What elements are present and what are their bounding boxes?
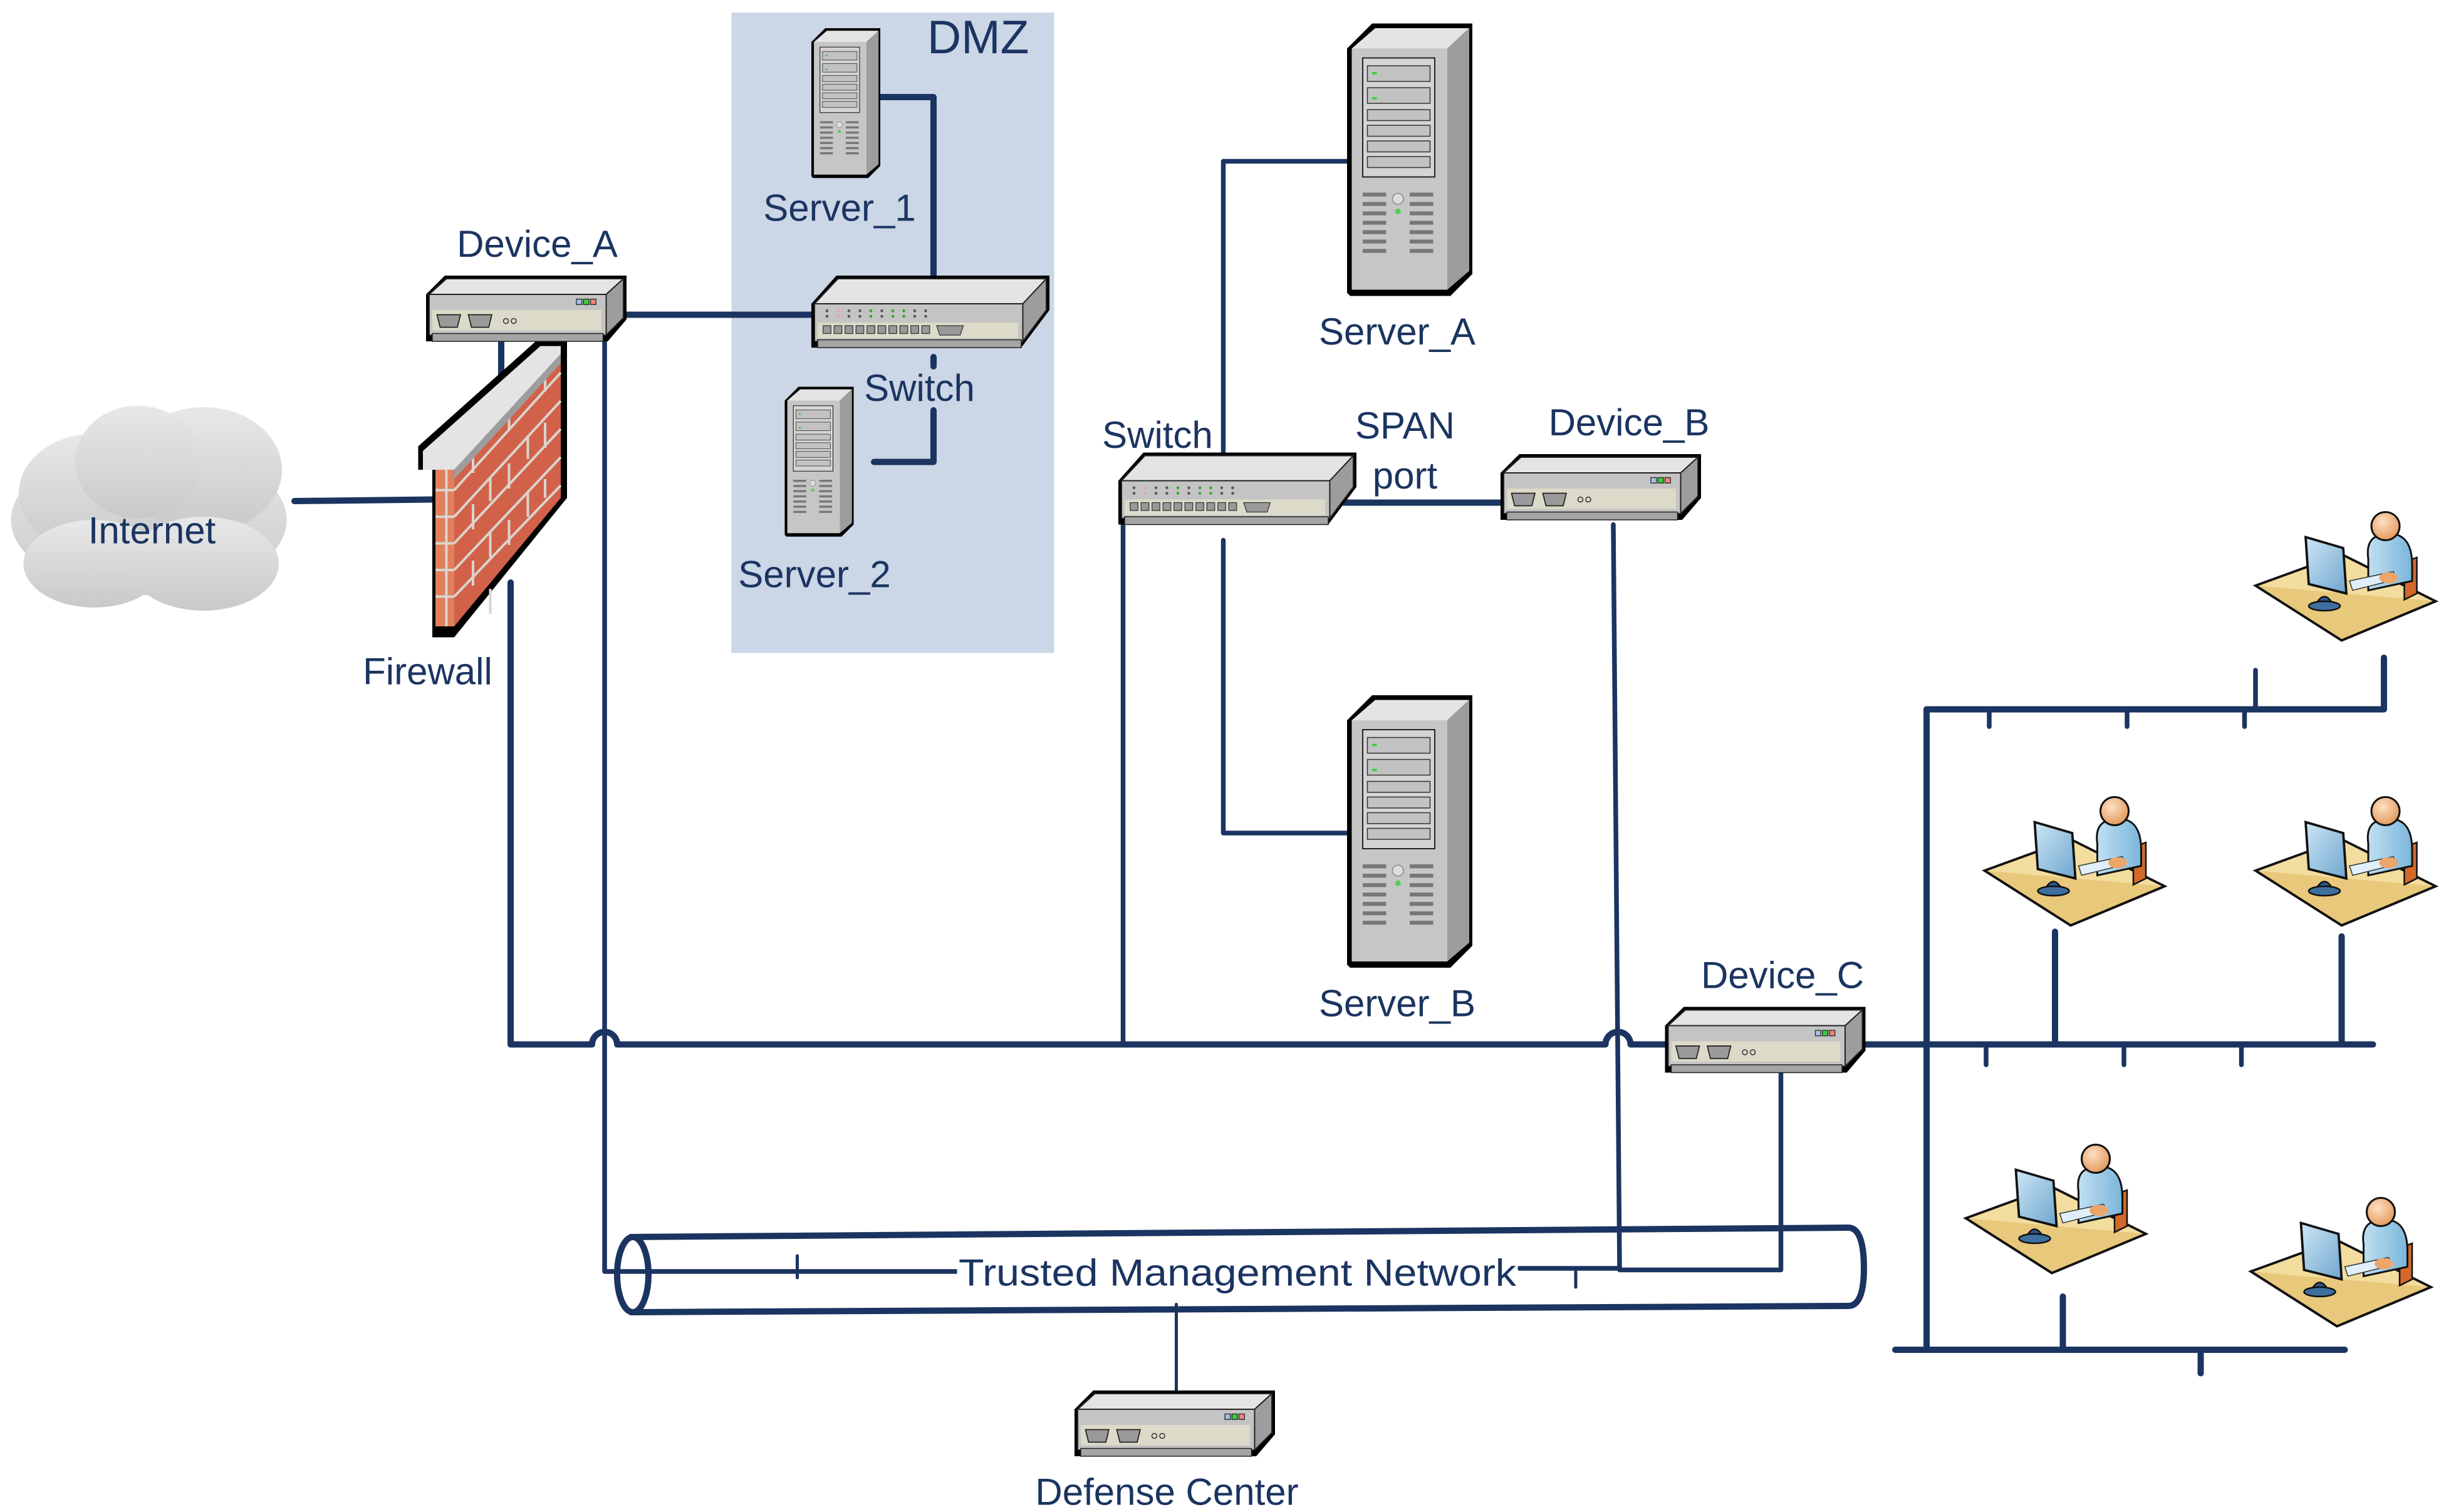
lan-lower <box>1892 1293 2348 1377</box>
device-c-node[interactable]: Device_C <box>1664 955 1866 1074</box>
link-dmz-switch-server-1 <box>869 94 937 282</box>
device-c-label: Device_C <box>1701 955 1864 997</box>
server-2-label: Server_2 <box>738 554 890 596</box>
defense-center-label: Defense Center <box>1035 1471 1298 1512</box>
management-appliance-icon <box>1073 1389 1276 1458</box>
link-core-switch-server-a <box>1220 158 1356 457</box>
link-device-c-mgmt <box>1617 1070 1784 1273</box>
server-b-node[interactable]: Server_B <box>1319 694 1475 1025</box>
mgmt-network-label: Trusted Management Network <box>959 1252 1517 1294</box>
lan-middle-ticks <box>1984 1042 2244 1067</box>
dmz-switch-node[interactable]: Switch <box>810 274 1051 409</box>
network-links <box>291 94 2387 1395</box>
dmz-switch-label: Switch <box>864 367 975 409</box>
sensor-appliance-icon <box>1499 453 1702 521</box>
link-dmz-switch-server-2 <box>871 354 937 465</box>
core-switch-label: Switch <box>1102 414 1213 456</box>
workstation-ws5[interactable] <box>2249 1196 2432 1328</box>
device-b-node[interactable]: Device_B <box>1499 401 1710 521</box>
cloud-icon <box>11 405 287 611</box>
user-workstation-icon <box>2254 510 2437 642</box>
brick-firewall-icon <box>418 341 567 638</box>
workstation-ws3[interactable] <box>2254 795 2437 927</box>
port-label: port <box>1373 455 1438 497</box>
lan-upper <box>1923 655 2387 713</box>
sensor-appliance-icon <box>425 274 628 343</box>
internet-node[interactable]: Internet <box>11 405 287 611</box>
device-b-label: Device_B <box>1549 401 1710 443</box>
tower-server-icon <box>811 28 881 179</box>
user-workstation-icon <box>1964 1143 2147 1275</box>
link-core-switch-server-b <box>1220 537 1356 836</box>
server-a-label: Server_A <box>1319 311 1475 353</box>
internet-label: Internet <box>88 510 216 552</box>
firewall-label: Firewall <box>363 651 492 693</box>
workstation-ws4[interactable] <box>1964 1143 2147 1275</box>
tower-server-icon <box>1346 23 1474 297</box>
workstation-ws1[interactable] <box>2254 510 2437 642</box>
dmz-label: DMZ <box>927 11 1029 63</box>
network-switch-icon <box>810 274 1051 349</box>
tower-server-icon <box>784 386 855 537</box>
server-1-label: Server_1 <box>763 187 915 229</box>
server-a-node[interactable]: Server_A <box>1319 23 1475 353</box>
server-2-node[interactable]: Server_2 <box>738 386 891 596</box>
tower-server-icon <box>1346 694 1474 969</box>
span-port-annotation: SPAN port <box>1355 405 1455 497</box>
core-switch-node[interactable]: Switch <box>1102 414 1358 526</box>
user-workstation-icon <box>1983 795 2166 927</box>
user-workstation-icon <box>2249 1196 2432 1328</box>
firewall-node[interactable]: Firewall <box>363 341 567 693</box>
server-1-node[interactable]: Server_1 <box>763 28 916 229</box>
link-mgmt-ticks <box>796 1254 1578 1289</box>
link-device-b-mgmt <box>1517 522 1622 1271</box>
link-device-a-mgmt <box>602 337 963 1274</box>
device-a-label: Device_A <box>457 223 618 265</box>
device-a-node[interactable]: Device_A <box>425 223 628 343</box>
defense-center-node[interactable]: Defense Center <box>1035 1389 1299 1512</box>
workstation-ws2[interactable] <box>1983 795 2166 927</box>
user-workstation-icon <box>2254 795 2437 927</box>
link-internet-firewall <box>291 496 435 505</box>
lan-middle-drops <box>2052 928 2345 1048</box>
lan-upper-ticks <box>1987 668 2258 729</box>
mgmt-network-pipe[interactable]: Trusted Management Network <box>614 1225 1868 1316</box>
sensor-appliance-icon <box>1664 1006 1866 1074</box>
link-backbone <box>507 579 1672 1048</box>
span-label: SPAN <box>1355 405 1455 447</box>
server-b-label: Server_B <box>1319 983 1475 1025</box>
network-switch-icon <box>1117 452 1358 526</box>
